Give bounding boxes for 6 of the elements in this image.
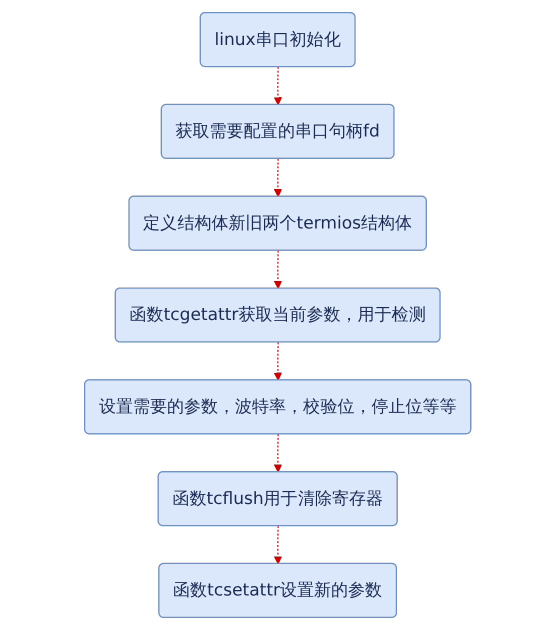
arrow <box>274 342 282 381</box>
arrow <box>274 67 282 106</box>
arrow <box>274 250 282 289</box>
arrow <box>274 158 282 198</box>
arrow <box>274 526 282 564</box>
arrow <box>274 434 282 472</box>
